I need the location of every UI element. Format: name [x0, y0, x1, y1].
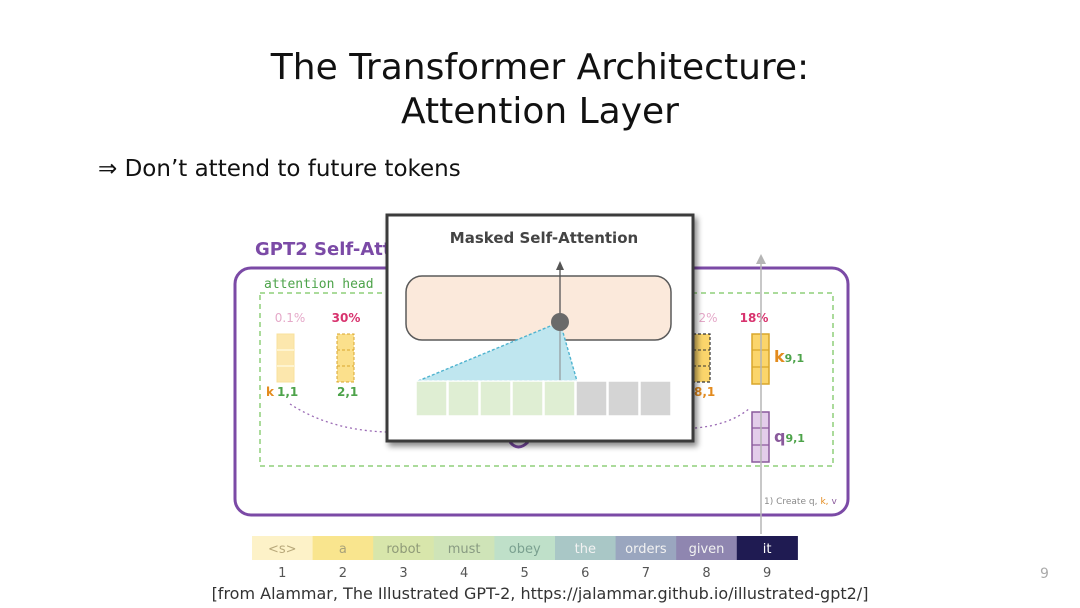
panel-title: Masked Self-Attention [450, 229, 638, 247]
context-cell-visible [479, 380, 512, 417]
token-cell [373, 536, 435, 560]
token-cell [433, 536, 495, 560]
page-number: 9 [1040, 566, 1049, 582]
percent-2: 30% [332, 311, 361, 325]
position-label: 3 [399, 566, 407, 581]
attention-curve-bottom [508, 440, 530, 449]
key-vector-8 [692, 333, 711, 383]
position-label: 6 [581, 566, 589, 581]
token-cell [555, 536, 617, 560]
slide-title-line-2: Attention Layer [401, 91, 679, 132]
citation: [from Alammar, The Illustrated GPT-2, ht… [211, 584, 869, 603]
attention-curve-right [694, 407, 751, 429]
attention-head-box [259, 292, 834, 467]
query-dot [551, 313, 569, 331]
token-label: it [763, 542, 772, 557]
context-cells [415, 380, 672, 417]
token-label: <s> [268, 542, 297, 557]
token-cell [252, 536, 314, 560]
token-label: obey [509, 542, 541, 557]
position-label: 2 [339, 566, 347, 581]
context-cell-masked [639, 380, 672, 417]
masked-attention-panel: Masked Self-Attention [385, 213, 695, 443]
key-vector-1 [276, 333, 295, 383]
position-label: 4 [460, 566, 468, 581]
token-label: given [689, 542, 725, 557]
percent-8: 2% [698, 311, 717, 325]
key-2-label: 2,1 [337, 385, 358, 399]
token-label: the [575, 542, 596, 557]
token-cell [736, 536, 798, 560]
position-label: 8 [702, 566, 710, 581]
position-label: 1 [278, 566, 286, 581]
attention-curve-left [289, 403, 387, 433]
token-label: orders [625, 542, 667, 557]
token-label: must [448, 542, 481, 557]
create-qkv-note: 1) Create q,k,v [764, 497, 838, 507]
slide-title-line-1: The Transformer Architecture: [270, 47, 810, 88]
position-row: 1 2 3 4 5 6 7 8 9 [278, 566, 771, 581]
percent-9: 18% [740, 311, 769, 325]
context-cell-visible [511, 380, 544, 417]
context-cell-masked [575, 380, 608, 417]
query-9-label: q9,1 [774, 427, 805, 446]
token-strip: <s> a robot must obey the orders given it [252, 536, 798, 560]
key-vector-2 [336, 333, 355, 383]
key-8-label: 8,1 [694, 385, 715, 399]
token-9-arrowhead [756, 254, 766, 264]
context-cell-visible [447, 380, 480, 417]
token-cell [615, 536, 677, 560]
token-cell [312, 536, 374, 560]
attention-head-label: attention head [264, 277, 374, 292]
frame-title: GPT2 Self-Att [255, 239, 392, 260]
context-cell-masked [607, 380, 640, 417]
output-arrowhead [556, 261, 564, 270]
position-label: 9 [763, 566, 771, 581]
bullet-point: ⇒ Don’t attend to future tokens [98, 156, 461, 182]
percent-1: 0.1% [275, 311, 306, 325]
position-label: 5 [521, 566, 529, 581]
attention-cone [417, 321, 578, 382]
token-cell [494, 536, 556, 560]
position-label: 7 [642, 566, 650, 581]
key-9-label: k9,1 [774, 347, 804, 366]
token-cell [676, 536, 738, 560]
context-cell-visible [543, 380, 576, 417]
token-label: a [339, 542, 347, 557]
token-label: robot [386, 542, 420, 557]
context-cell-visible [415, 380, 448, 417]
